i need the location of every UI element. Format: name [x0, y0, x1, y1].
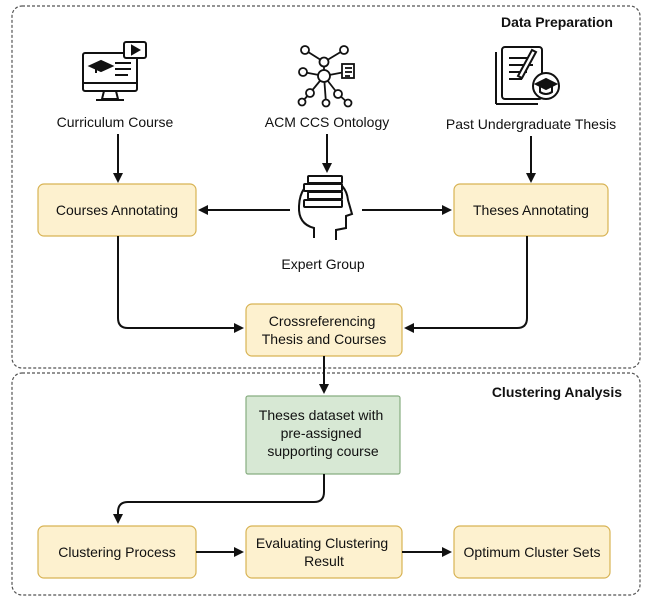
- data-preparation-title: Data Preparation: [501, 14, 613, 30]
- courses-annotating-text: Courses Annotating: [56, 202, 178, 218]
- expert-head-icon: [297, 175, 354, 240]
- expert-group-label: Expert Group: [281, 256, 364, 272]
- clustering-analysis-title: Clustering Analysis: [492, 384, 622, 400]
- crossreferencing-text: Crossreferencing Thesis and Courses: [262, 313, 387, 347]
- arrow-theses-to-crossref: [404, 236, 528, 333]
- computer-course-icon: [82, 41, 147, 101]
- clustering-analysis-section: [11, 372, 641, 596]
- theses-annotating-node: [453, 183, 609, 237]
- theses-dataset-text: Theses dataset with pre-assigned support…: [259, 407, 387, 459]
- optimum-cluster-sets-text: Optimum Cluster Sets: [464, 544, 601, 560]
- thesis-document-icon: [495, 46, 560, 105]
- optimum-cluster-sets-node: [453, 525, 611, 579]
- evaluating-clustering-node: [245, 525, 403, 579]
- acm-ccs-ontology-label: ACM CCS Ontology: [265, 114, 389, 130]
- clustering-process-text: Clustering Process: [58, 544, 176, 560]
- data-preparation-section: [11, 5, 641, 369]
- evaluating-clustering-text: Evaluating Clustering Result: [256, 535, 392, 569]
- network-ontology-icon: [297, 45, 355, 108]
- arrow-dataset-to-clustering: [113, 474, 325, 524]
- arrow-courses-to-crossref: [117, 236, 244, 333]
- curriculum-course-label: Curriculum Course: [57, 114, 174, 130]
- theses-annotating-text: Theses Annotating: [473, 202, 589, 218]
- crossreferencing-node: [245, 303, 403, 357]
- past-undergraduate-thesis-label: Past Undergraduate Thesis: [446, 116, 616, 132]
